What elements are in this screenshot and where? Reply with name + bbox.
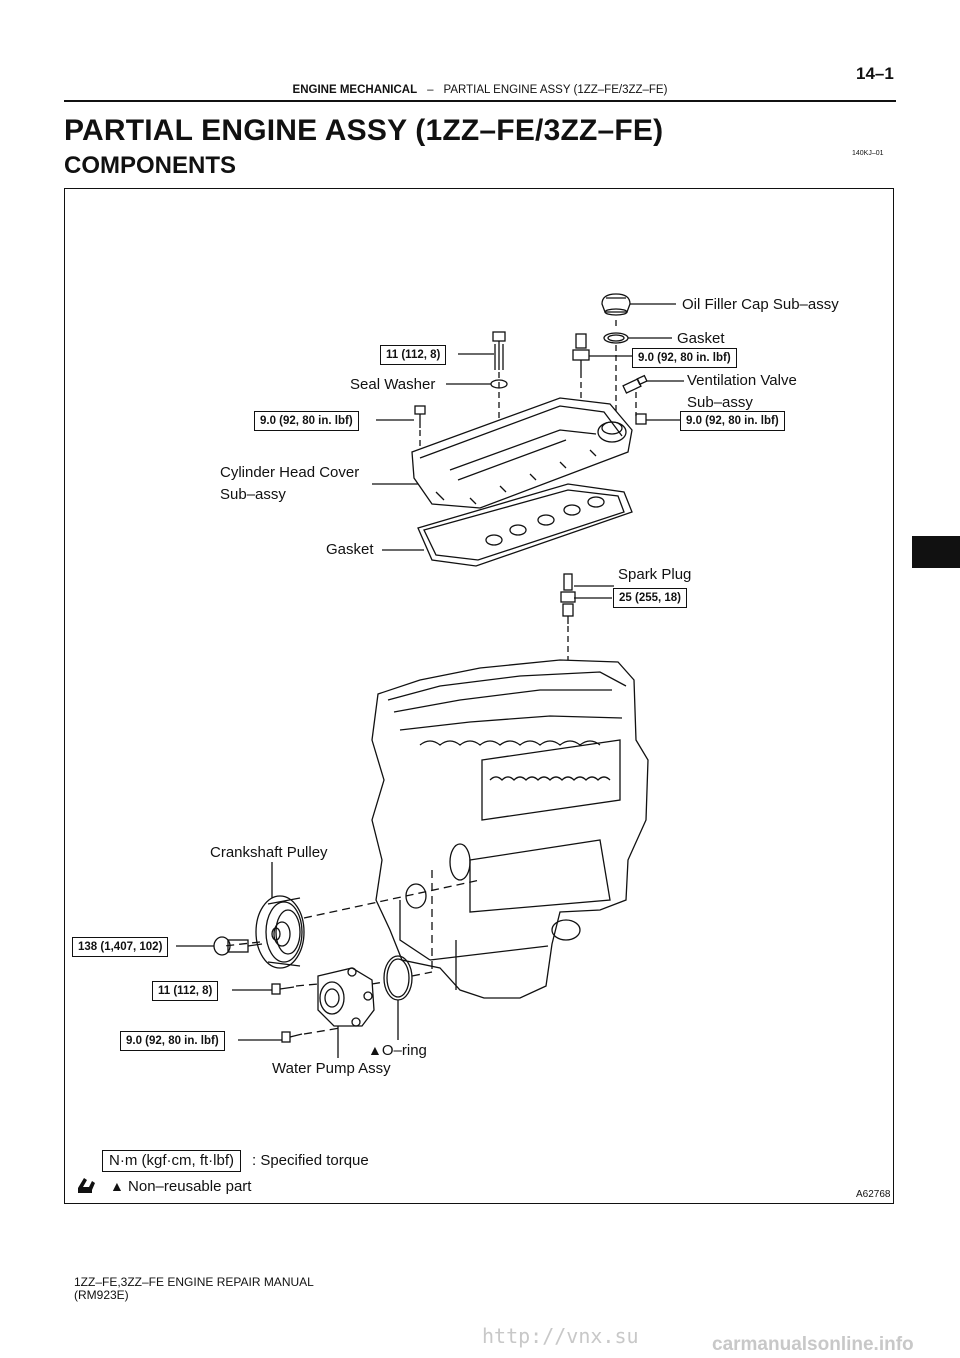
cover-bolt-icon: [492, 331, 506, 370]
cover-gasket-icon: [417, 483, 633, 567]
legend-torque-unit: N·m (kgf·cm, ft·lbf): [102, 1150, 241, 1172]
label-ventilation-valve-1: Ventilation Valve: [687, 372, 797, 389]
page-number: 14–1: [856, 64, 894, 83]
pump-bolt-2-icon: [281, 1031, 303, 1043]
label-water-pump: Water Pump Assy: [272, 1060, 391, 1077]
pulley-bolt-icon: [213, 936, 263, 956]
cover-bolt-left-icon: [414, 405, 426, 428]
header-rule: [64, 100, 896, 102]
cover-nut-icon: [635, 413, 647, 425]
figure-frame: [64, 188, 894, 1204]
gasket-ring-icon: [603, 332, 629, 344]
spark-plug-icon: [560, 573, 576, 624]
running-header: ENGINE MECHANICAL–PARTIAL ENGINE ASSY (1…: [64, 84, 896, 96]
cylinder-head-cover-icon: [411, 397, 633, 509]
watermark-link[interactable]: http://vnx.su: [482, 1324, 639, 1348]
label-spark-plug: Spark Plug: [618, 566, 692, 583]
torque-pump-bolt-2: 9.0 (92, 80 in. lbf): [120, 1031, 225, 1051]
o-ring-icon: [383, 955, 413, 1001]
pump-bolt-1-icon: [271, 983, 295, 995]
label-cylinder-head-cover-2: Sub–assy: [220, 486, 286, 503]
ventilation-valve-icon: [622, 374, 648, 394]
label-seal-washer: Seal Washer: [350, 376, 436, 393]
footer-manual-title: 1ZZ–FE,3ZZ–FE ENGINE REPAIR MANUAL: [74, 1275, 314, 1289]
section-subtitle: COMPONENTS: [64, 152, 237, 179]
footer-manual-code: (RM923E): [74, 1288, 129, 1302]
label-o-ring: ▲O–ring: [368, 1042, 427, 1059]
label-gasket-cover: Gasket: [326, 541, 374, 558]
legend-nonreusable: ▲ Non–reusable part: [110, 1178, 252, 1195]
header-separator: –: [427, 84, 434, 96]
label-cylinder-head-cover-1: Cylinder Head Cover: [220, 464, 360, 481]
label-oil-filler-cap: Oil Filler Cap Sub–assy: [682, 296, 839, 313]
oil-filler-cap-icon: [601, 293, 631, 316]
torque-spark-plug: 25 (255, 18): [613, 588, 688, 608]
figure-code: 140KJ–01: [852, 150, 884, 157]
page-title: PARTIAL ENGINE ASSY (1ZZ–FE/3ZZ–FE): [64, 114, 664, 147]
figure-id: A62768: [856, 1189, 891, 1200]
header-section: ENGINE MECHANICAL: [292, 84, 418, 96]
label-ventilation-valve-2: Sub–assy: [687, 394, 753, 411]
nonreusable-triangle-icon: ▲: [368, 1042, 382, 1058]
label-crankshaft-pulley: Crankshaft Pulley: [210, 844, 328, 861]
legend-torque-desc: : Specified torque: [252, 1152, 369, 1169]
torque-pump-bolt-1: 11 (112, 8): [152, 981, 219, 1001]
nonreusable-legend-triangle-icon: ▲: [110, 1178, 124, 1194]
water-pump-icon: [317, 967, 375, 1027]
header-subsection: PARTIAL ENGINE ASSY (1ZZ–FE/3ZZ–FE): [443, 84, 668, 96]
wrench-icon: [78, 1178, 95, 1193]
torque-cover-right: 9.0 (92, 80 in. lbf): [680, 411, 785, 431]
torque-cover-left: 9.0 (92, 80 in. lbf): [254, 411, 359, 431]
section-tab: [912, 536, 960, 568]
crankshaft-pulley-icon: [255, 895, 305, 969]
stud-bolt-icon: [572, 333, 590, 372]
torque-stud-right: 9.0 (92, 80 in. lbf): [632, 348, 737, 368]
watermark-site: carmanualsonline.info: [712, 1334, 914, 1355]
torque-cover-bolt-top: 11 (112, 8): [380, 345, 447, 365]
label-gasket-cap: Gasket: [677, 330, 725, 347]
engine-block-icon: [371, 659, 649, 999]
footer: 1ZZ–FE,3ZZ–FE ENGINE REPAIR MANUAL (RM92…: [74, 1276, 314, 1302]
torque-pulley-bolt: 138 (1,407, 102): [72, 937, 169, 957]
